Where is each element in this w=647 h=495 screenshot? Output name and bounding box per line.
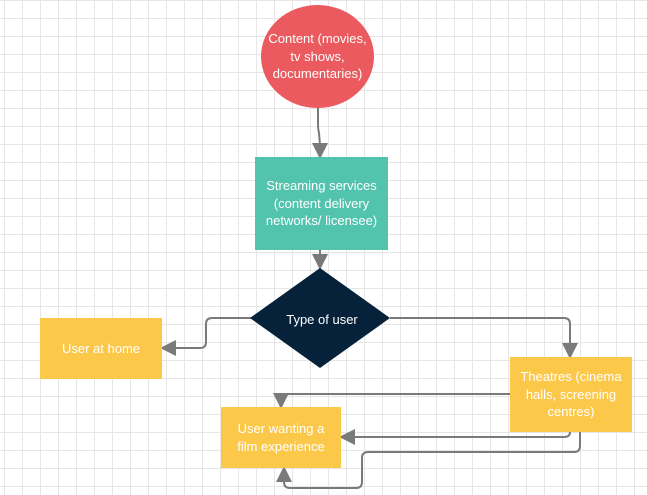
edge-content-to-streaming — [312, 108, 328, 159]
edge-theatres-to-film-top — [273, 393, 510, 409]
edge-type-to-theatres — [390, 317, 578, 359]
user-at-home-node: User at home — [40, 318, 162, 379]
decision-diamond — [250, 268, 390, 368]
edge-type-to-home — [160, 317, 252, 356]
content-node: Content (movies, tv shows, documentaries… — [261, 5, 374, 108]
edge-theatres-to-film-middle — [339, 429, 571, 445]
type-of-user-label: Type of user — [286, 311, 358, 327]
user-film-experience-node: User wanting a film experience — [221, 407, 341, 468]
streaming-services-node: Streaming services (content delivery net… — [255, 157, 388, 250]
theatres-node: Theatres (cinema halls, screening centre… — [510, 357, 632, 432]
edge-theatres-to-film-bottom — [276, 432, 581, 489]
